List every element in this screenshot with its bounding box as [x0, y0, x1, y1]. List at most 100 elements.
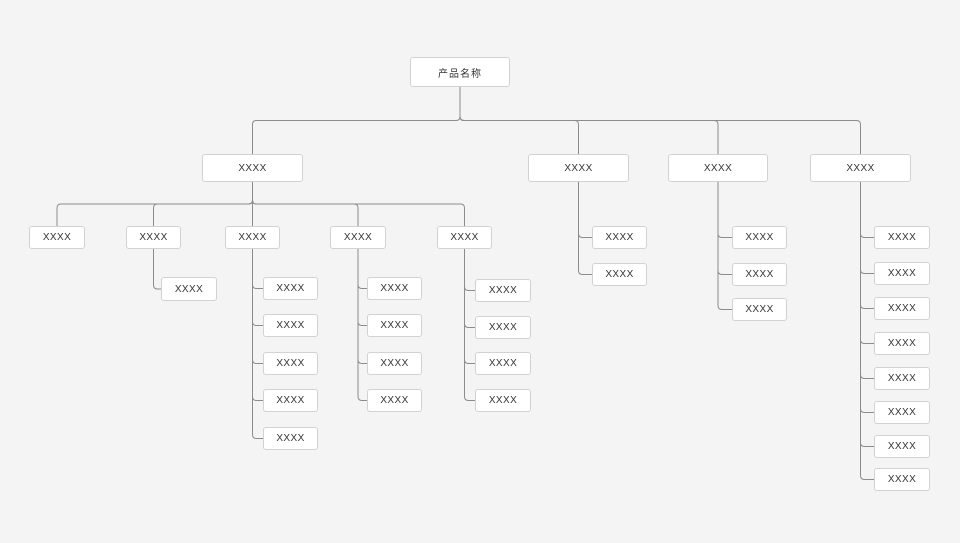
org-node-label: XXXX	[745, 232, 774, 243]
org-node-label: 产品名称	[438, 68, 482, 80]
org-node-c7[interactable]: XXXX	[367, 277, 422, 300]
org-node-c1[interactable]: XXXX	[161, 277, 217, 301]
connector-a4-f1	[860, 182, 874, 238]
org-node-f2[interactable]: XXXX	[874, 262, 930, 285]
org-node-f5[interactable]: XXXX	[874, 367, 930, 390]
org-node-root[interactable]: 产品名称	[410, 57, 510, 87]
connector-b2-c1	[153, 249, 161, 290]
org-node-label: XXXX	[846, 162, 875, 174]
connector-a4-f3	[860, 182, 874, 309]
org-node-label: XXXX	[276, 433, 305, 444]
org-node-label: XXXX	[745, 269, 774, 280]
org-node-b1[interactable]: XXXX	[29, 226, 85, 249]
org-node-e1[interactable]: XXXX	[732, 226, 787, 249]
connector-a4-f4	[860, 182, 874, 344]
org-node-label: XXXX	[703, 162, 733, 174]
org-node-label: XXXX	[887, 407, 917, 418]
connector-b3-c6	[252, 249, 263, 439]
org-node-f8[interactable]: XXXX	[874, 468, 930, 491]
org-node-c2[interactable]: XXXX	[263, 277, 318, 300]
connector-b5-c14	[464, 249, 475, 401]
org-node-d2[interactable]: XXXX	[592, 263, 647, 286]
org-node-label: XXXX	[238, 232, 267, 243]
connector-b5-c13	[464, 249, 475, 364]
connector-b5-c11	[464, 249, 475, 291]
connector-a4-f7	[860, 182, 874, 447]
org-node-f1[interactable]: XXXX	[874, 226, 930, 249]
org-node-label: XXXX	[605, 269, 634, 280]
org-node-c14[interactable]: XXXX	[475, 389, 531, 412]
org-node-label: XXXX	[139, 232, 168, 243]
connector-a2-d2	[578, 182, 592, 275]
org-node-label: XXXX	[605, 232, 634, 243]
org-node-label: XXXX	[380, 358, 409, 369]
connector-b3-c4	[252, 249, 263, 364]
org-node-label: XXXX	[887, 373, 917, 384]
connector-a4-f2	[860, 182, 874, 274]
org-node-label: XXXX	[380, 283, 409, 294]
org-node-f7[interactable]: XXXX	[874, 435, 930, 458]
org-node-c4[interactable]: XXXX	[263, 352, 318, 375]
connector-a3-e3	[717, 182, 732, 310]
org-node-f6[interactable]: XXXX	[874, 401, 930, 424]
connector-b4-c7	[357, 249, 367, 289]
org-node-a2[interactable]: XXXX	[528, 154, 629, 182]
org-node-b5[interactable]: XXXX	[437, 226, 492, 249]
connector-a1-b5	[252, 182, 465, 226]
org-node-label: XXXX	[276, 283, 305, 294]
org-node-a1[interactable]: XXXX	[202, 154, 303, 182]
org-node-label: XXXX	[380, 320, 409, 331]
org-node-label: XXXX	[488, 358, 518, 369]
org-node-label: XXXX	[276, 320, 305, 331]
connector-root-a4	[459, 87, 861, 154]
org-node-label: XXXX	[174, 283, 204, 295]
connector-b4-c10	[357, 249, 367, 401]
org-node-label: XXXX	[450, 232, 479, 243]
org-node-label: XXXX	[887, 338, 917, 349]
org-node-b3[interactable]: XXXX	[225, 226, 280, 249]
org-node-label: XXXX	[343, 232, 373, 243]
connector-root-a1	[252, 87, 461, 154]
org-node-c11[interactable]: XXXX	[475, 279, 531, 302]
org-node-label: XXXX	[238, 162, 267, 174]
org-node-c10[interactable]: XXXX	[367, 389, 422, 412]
org-node-label: XXXX	[887, 474, 917, 485]
org-node-a4[interactable]: XXXX	[810, 154, 911, 182]
org-node-f4[interactable]: XXXX	[874, 332, 930, 355]
connector-a4-f5	[860, 182, 874, 379]
org-node-label: XXXX	[887, 441, 917, 452]
org-node-c9[interactable]: XXXX	[367, 352, 422, 375]
org-node-label: XXXX	[488, 285, 518, 296]
org-node-label: XXXX	[887, 232, 917, 243]
org-node-label: XXXX	[887, 303, 917, 314]
connector-b3-c3	[252, 249, 263, 326]
org-node-b4[interactable]: XXXX	[330, 226, 386, 249]
org-node-c5[interactable]: XXXX	[263, 389, 318, 412]
org-node-e2[interactable]: XXXX	[732, 263, 787, 286]
org-node-label: XXXX	[564, 162, 593, 174]
org-node-d1[interactable]: XXXX	[592, 226, 647, 249]
org-node-label: XXXX	[488, 322, 518, 333]
org-node-a3[interactable]: XXXX	[668, 154, 768, 182]
org-node-label: XXXX	[488, 395, 518, 406]
org-node-b2[interactable]: XXXX	[126, 226, 181, 249]
org-node-c13[interactable]: XXXX	[475, 352, 531, 375]
org-node-label: XXXX	[745, 304, 774, 315]
connector-b4-c9	[357, 249, 367, 364]
org-node-c6[interactable]: XXXX	[263, 427, 318, 450]
org-node-label: XXXX	[42, 232, 72, 243]
connector-b5-c12	[464, 249, 475, 328]
connector-a1-b2	[153, 182, 253, 226]
org-node-c12[interactable]: XXXX	[475, 316, 531, 339]
connector-a3-e1	[717, 182, 732, 238]
org-node-c3[interactable]: XXXX	[263, 314, 318, 337]
org-node-c8[interactable]: XXXX	[367, 314, 422, 337]
org-node-label: XXXX	[887, 268, 917, 279]
org-node-e3[interactable]: XXXX	[732, 298, 787, 321]
org-node-f3[interactable]: XXXX	[874, 297, 930, 320]
connector-a4-f8	[860, 182, 874, 480]
org-node-label: XXXX	[276, 358, 305, 369]
connector-a3-e2	[717, 182, 732, 275]
